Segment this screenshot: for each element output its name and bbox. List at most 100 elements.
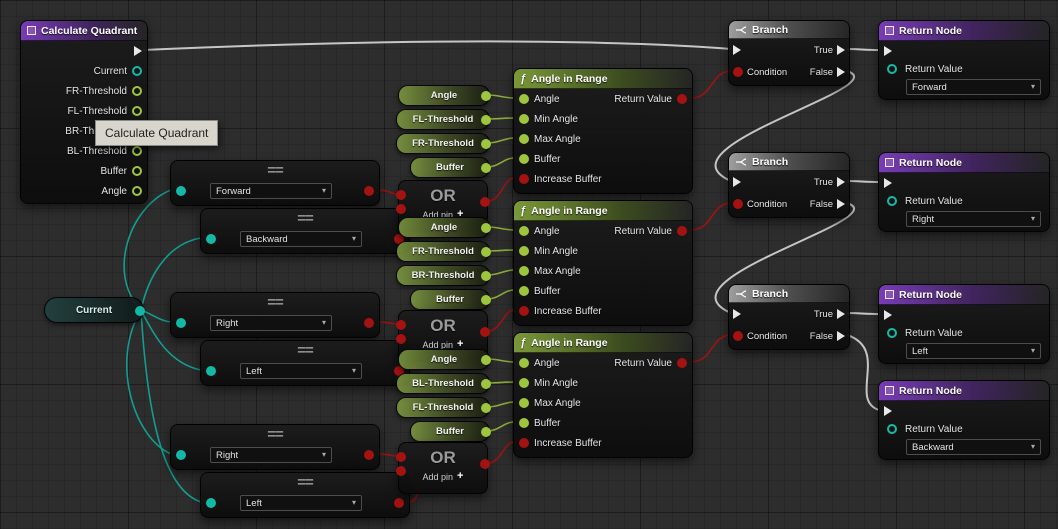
exec-output-pin-true[interactable]: [837, 45, 845, 55]
getter-node[interactable]: Angle: [398, 85, 491, 106]
getter-node[interactable]: Angle: [398, 349, 491, 370]
exec-output-pin-false[interactable]: [837, 199, 845, 209]
getter-node[interactable]: BL-Threshold: [396, 373, 491, 394]
node-header[interactable]: Branch: [729, 285, 849, 303]
output-pin[interactable]: [364, 318, 374, 328]
getter-node[interactable]: FR-Threshold: [396, 133, 491, 154]
getter-node[interactable]: BR-Threshold: [396, 265, 491, 286]
output-pin[interactable]: [481, 355, 491, 365]
output-pin[interactable]: [481, 223, 491, 233]
getter-node[interactable]: FL-Threshold: [396, 109, 491, 130]
output-pin[interactable]: [481, 403, 491, 413]
input-pin[interactable]: [176, 318, 186, 328]
enum-dropdown[interactable]: Right▾: [906, 211, 1041, 227]
getter-node[interactable]: Buffer: [410, 421, 491, 442]
output-pin[interactable]: [394, 234, 404, 244]
output-pin[interactable]: [481, 163, 491, 173]
output-pin[interactable]: [394, 498, 404, 508]
output-pin[interactable]: [132, 146, 142, 156]
output-pin[interactable]: [481, 91, 491, 101]
condition-input-pin[interactable]: [733, 199, 743, 209]
output-pin[interactable]: [132, 86, 142, 96]
input-pin[interactable]: [176, 450, 186, 460]
exec-input-pin[interactable]: [884, 310, 892, 320]
exec-output-pin-false[interactable]: [837, 331, 845, 341]
exec-input-pin[interactable]: [884, 406, 892, 416]
exec-input-pin[interactable]: [884, 46, 892, 56]
output-pin[interactable]: [132, 66, 142, 76]
output-pin[interactable]: [481, 139, 491, 149]
exec-output-pin-true[interactable]: [837, 177, 845, 187]
input-pin[interactable]: [519, 378, 529, 388]
input-pin[interactable]: [519, 418, 529, 428]
input-pin[interactable]: [396, 320, 406, 330]
exec-input-pin[interactable]: [733, 177, 741, 187]
return-value-input-pin[interactable]: [887, 64, 897, 74]
enum-dropdown[interactable]: Backward▾: [906, 439, 1041, 455]
add-pin-button[interactable]: Add pin+: [399, 339, 487, 350]
input-pin[interactable]: [519, 174, 529, 184]
enum-dropdown[interactable]: Right▾: [210, 315, 332, 331]
exec-input-pin[interactable]: [733, 309, 741, 319]
node-header[interactable]: Branch: [729, 21, 849, 39]
getter-node[interactable]: Angle: [398, 217, 491, 238]
input-pin[interactable]: [519, 438, 529, 448]
function-entry-node[interactable]: Calculate Quadrant Current FR-Threshold …: [20, 20, 148, 204]
output-pin[interactable]: [480, 459, 490, 469]
output-pin[interactable]: [481, 379, 491, 389]
return-node[interactable]: Return Node Return Value Left▾: [878, 284, 1050, 364]
input-pin[interactable]: [519, 134, 529, 144]
getter-node[interactable]: FR-Threshold: [396, 241, 491, 262]
enum-dropdown[interactable]: Left▾: [240, 363, 362, 379]
node-header[interactable]: Return Node: [879, 153, 1049, 173]
condition-input-pin[interactable]: [733, 331, 743, 341]
output-pin[interactable]: [480, 197, 490, 207]
exec-input-pin[interactable]: [884, 178, 892, 188]
return-node[interactable]: Return Node Return Value Right▾: [878, 152, 1050, 232]
input-pin[interactable]: [396, 466, 406, 476]
input-pin[interactable]: [519, 398, 529, 408]
return-node[interactable]: Return Node Return Value Backward▾: [878, 380, 1050, 460]
output-pin[interactable]: [364, 450, 374, 460]
input-pin[interactable]: [206, 234, 216, 244]
input-pin[interactable]: [519, 286, 529, 296]
equal-node[interactable]: == Right▾: [170, 424, 380, 470]
node-header[interactable]: Calculate Quadrant: [21, 21, 147, 41]
output-pin[interactable]: [132, 106, 142, 116]
enum-dropdown[interactable]: Forward▾: [906, 79, 1041, 95]
input-pin[interactable]: [396, 204, 406, 214]
enum-dropdown[interactable]: Backward▾: [240, 231, 362, 247]
node-header[interactable]: Return Node: [879, 381, 1049, 401]
input-pin[interactable]: [396, 452, 406, 462]
output-pin[interactable]: [481, 247, 491, 257]
input-pin[interactable]: [519, 266, 529, 276]
getter-node[interactable]: Buffer: [410, 289, 491, 310]
add-pin-button[interactable]: Add pin+: [399, 209, 487, 220]
output-pin[interactable]: [132, 186, 142, 196]
exec-output-pin-true[interactable]: [837, 309, 845, 319]
input-pin[interactable]: [519, 358, 529, 368]
output-pin[interactable]: [677, 226, 687, 236]
enum-dropdown[interactable]: Right▾: [210, 447, 332, 463]
node-header[interactable]: Branch: [729, 153, 849, 171]
enum-dropdown[interactable]: Forward▾: [210, 183, 332, 199]
equal-node[interactable]: == Backward▾: [200, 208, 410, 254]
equal-node[interactable]: == Left▾: [200, 340, 410, 386]
return-value-input-pin[interactable]: [887, 424, 897, 434]
output-pin[interactable]: [394, 366, 404, 376]
return-value-input-pin[interactable]: [887, 328, 897, 338]
condition-input-pin[interactable]: [733, 67, 743, 77]
getter-node[interactable]: FL-Threshold: [396, 397, 491, 418]
or-node[interactable]: OR Add pin+: [396, 442, 490, 494]
output-pin[interactable]: [481, 115, 491, 125]
return-node[interactable]: Return Node Return Value Forward▾: [878, 20, 1050, 100]
equal-node[interactable]: == Left▾: [200, 472, 410, 518]
input-pin[interactable]: [519, 246, 529, 256]
getter-node[interactable]: Buffer: [410, 157, 491, 178]
